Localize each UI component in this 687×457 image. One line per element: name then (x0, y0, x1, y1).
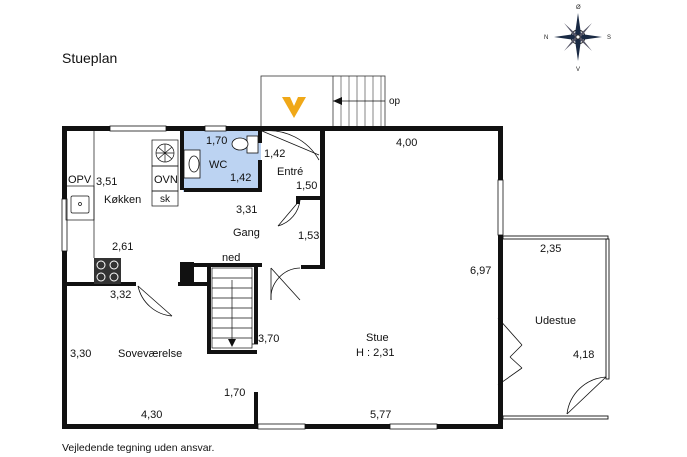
kitchen-dim-2: 2,61 (112, 241, 133, 253)
stairs-down (211, 267, 253, 349)
kitchen-counter (65, 131, 179, 258)
entre-dim-1: 1,42 (264, 148, 285, 160)
kitchen-dim-3: 3,32 (110, 289, 131, 301)
wc-dim-2: 1,42 (230, 172, 251, 184)
bedroom-dim-2: 4,30 (141, 409, 162, 421)
gang-dim-1: 3,31 (236, 204, 257, 216)
gang-dim-2: 1,53 (298, 230, 319, 242)
ovn-label: OVN (154, 174, 178, 186)
compass-label-n: N (544, 35, 548, 41)
bedroom-name: Soveværelse (118, 348, 182, 360)
wc-dim-1: 1,70 (206, 135, 227, 147)
disclaimer: Vejledende tegning uden ansvar. (62, 442, 215, 454)
sk-label: sk (160, 194, 171, 205)
fan-icon (155, 143, 175, 163)
compass-label-s: S (607, 35, 611, 41)
udestue-walls (502, 235, 610, 420)
kitchen-name: Køkken (104, 194, 141, 206)
bedroom-dim-3: 1,70 (224, 387, 245, 399)
compass-icon: Ø V N S (544, 5, 611, 73)
wc-name: WC (209, 159, 227, 171)
plan-title: Stueplan (62, 50, 118, 66)
gang-name: Gang (233, 227, 260, 239)
stue-name: Stue (366, 332, 389, 344)
bedroom-dim-1: 3,30 (70, 348, 91, 360)
stairs-down-label: ned (222, 252, 240, 264)
stue-dim-4: 3,70 (258, 333, 279, 345)
doors (137, 130, 607, 415)
udestue-dim-1: 2,35 (540, 243, 561, 255)
stairs-up-label: op (389, 96, 401, 107)
entre-name: Entré (277, 166, 303, 178)
entrance-stairs: op (260, 75, 401, 128)
stue-height: H : 2,31 (356, 347, 395, 359)
entry-arrow-icon (282, 97, 306, 118)
interior-walls (62, 130, 325, 428)
windows (61, 125, 504, 430)
compass-label-v: V (576, 67, 580, 73)
udestue-dim-2: 4,18 (573, 349, 594, 361)
udestue-name: Udestue (535, 315, 576, 327)
stue-dim-3: 5,77 (370, 409, 391, 421)
stairs-down-arrow-icon (228, 339, 236, 347)
wc-fixtures (183, 135, 259, 179)
stue-dim-2: 6,97 (470, 265, 491, 277)
stue-dim-1: 4,00 (396, 137, 417, 149)
hob-icon (94, 258, 121, 284)
opv-label: OPV (68, 174, 92, 186)
entre-dim-2: 1,50 (296, 180, 317, 192)
kitchen-dim-1: 3,51 (96, 176, 117, 188)
compass-label-o: Ø (576, 5, 581, 11)
